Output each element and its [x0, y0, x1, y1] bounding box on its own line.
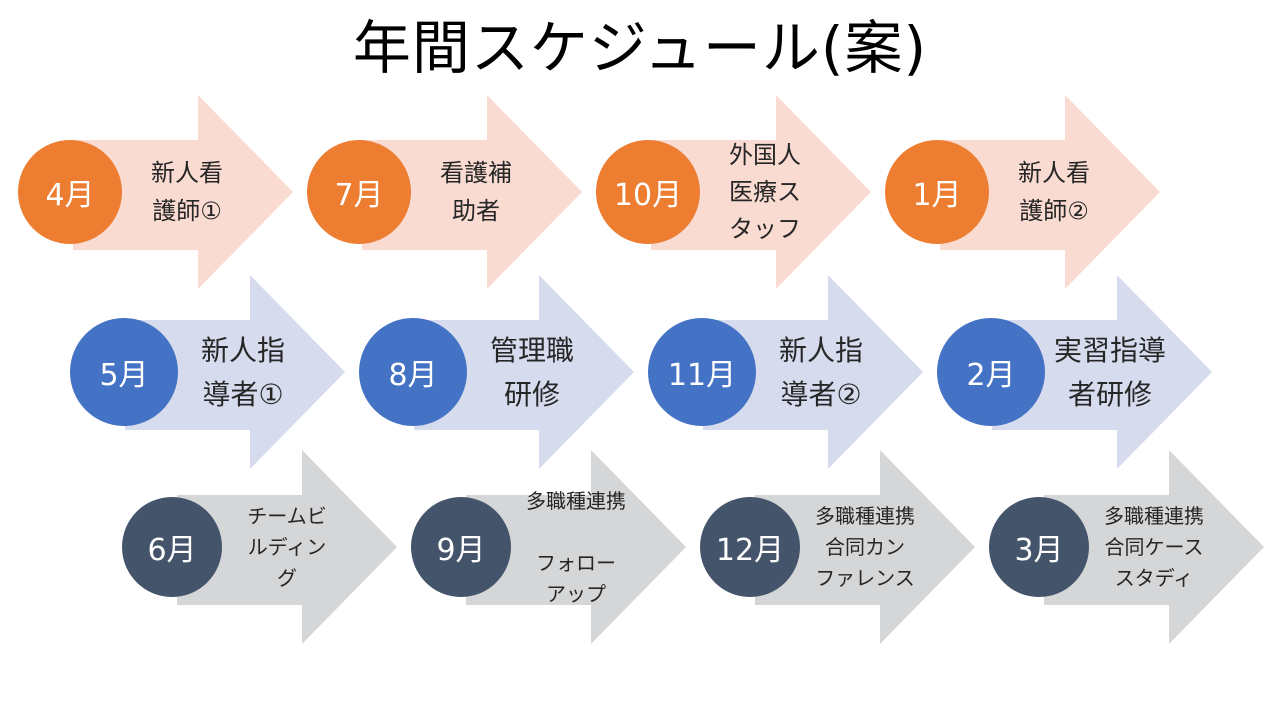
page-title: 年間スケジュール(案)	[352, 14, 928, 82]
arrow-shape	[651, 95, 871, 289]
arrow-shape	[1044, 450, 1264, 644]
month-badge: 4月	[18, 140, 122, 244]
schedule-item: 4月新人看 護師①	[18, 95, 318, 295]
arrow-shape	[940, 95, 1160, 289]
topic-label: 看護補 助者	[440, 159, 512, 225]
arrow-shape	[125, 275, 345, 469]
topic-label: 新人看 護師①	[151, 159, 223, 225]
month-badge: 5月	[70, 318, 178, 426]
arrow-body	[940, 95, 1160, 289]
topic-label: 多職種連携 合同ケース スタディ	[1104, 504, 1204, 590]
arrow-body	[755, 450, 975, 644]
arrow-shape	[703, 275, 923, 469]
month-badge: 11月	[648, 318, 756, 426]
schedule-item: 10月外国人 医療ス タッフ	[596, 95, 896, 295]
arrow-shape	[177, 450, 397, 644]
arrow-body	[1044, 450, 1264, 644]
arrow-body	[73, 95, 293, 289]
arrow-body	[992, 275, 1212, 469]
arrow-shape	[362, 95, 582, 289]
schedule-item: 6月チームビ ルディン グ	[122, 450, 422, 650]
schedule-item: 11月新人指 導者②	[648, 275, 948, 475]
topic-label: 新人看 護師②	[1018, 159, 1090, 225]
schedule-item: 1月新人看 護師②	[885, 95, 1185, 295]
arrow-shape	[992, 275, 1212, 469]
arrow-body	[362, 95, 582, 289]
arrow-shape	[466, 450, 686, 644]
arrow-body	[651, 95, 871, 289]
month-badge: 8月	[359, 318, 467, 426]
schedule-item: 9月多職種連携 フォロー アップ	[411, 450, 711, 650]
month-badge: 1月	[885, 140, 989, 244]
schedule-item: 5月新人指 導者①	[70, 275, 370, 475]
month-badge: 2月	[937, 318, 1045, 426]
topic-label: 管理職 研修	[489, 334, 574, 411]
topic-label: チームビ ルディン グ	[247, 504, 327, 590]
month-badge: 7月	[307, 140, 411, 244]
topic-label: 外国人 医療ス タッフ	[729, 140, 801, 244]
topic-label: 多職種連携 合同カン ファレンス	[815, 504, 915, 590]
topic-label: 多職種連携 フォロー アップ	[526, 488, 626, 606]
month-badge: 3月	[989, 497, 1089, 597]
arrow-body	[125, 275, 345, 469]
schedule-item: 2月実習指導 者研修	[937, 275, 1237, 475]
schedule-item: 7月看護補 助者	[307, 95, 607, 295]
arrow-shape	[755, 450, 975, 644]
month-badge: 10月	[596, 140, 700, 244]
month-badge: 9月	[411, 497, 511, 597]
schedule-item: 3月多職種連携 合同ケース スタディ	[989, 450, 1280, 650]
schedule-item: 8月管理職 研修	[359, 275, 659, 475]
arrow-body	[414, 275, 634, 469]
arrow-body	[466, 450, 686, 644]
arrow-shape	[414, 275, 634, 469]
arrow-shape	[73, 95, 293, 289]
topic-label: 新人指 導者①	[200, 334, 285, 411]
month-badge: 6月	[122, 497, 222, 597]
topic-label: 新人指 導者②	[778, 334, 863, 411]
schedule-item: 12月多職種連携 合同カン ファレンス	[700, 450, 1000, 650]
topic-label: 実習指導 者研修	[1053, 334, 1166, 411]
arrow-body	[703, 275, 923, 469]
arrow-body	[177, 450, 397, 644]
month-badge: 12月	[700, 497, 800, 597]
